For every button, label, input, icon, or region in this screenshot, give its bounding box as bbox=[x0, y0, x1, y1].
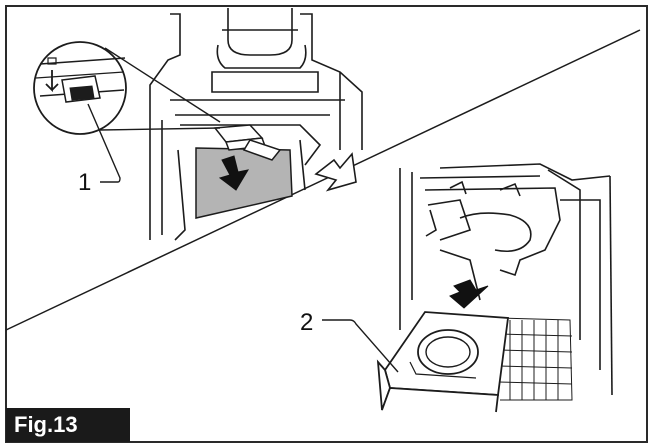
figure-label: Fig.13 bbox=[6, 408, 130, 442]
callout-1: 1 bbox=[78, 169, 91, 196]
rear-grille-right bbox=[497, 317, 573, 401]
arrow-down-right-icon bbox=[449, 279, 489, 309]
machine-front-right bbox=[399, 163, 613, 396]
divider-line bbox=[5, 29, 641, 331]
transition-arrow-icon bbox=[314, 152, 357, 192]
arrow-down-icon bbox=[218, 155, 250, 191]
drawer-latch-left bbox=[213, 124, 282, 161]
callout-2-leader bbox=[322, 319, 399, 373]
callout-2: 2 bbox=[300, 309, 313, 336]
figure-frame bbox=[5, 5, 648, 443]
machine-top-left bbox=[149, 8, 363, 241]
callout-1-leader bbox=[87, 103, 121, 183]
removed-drawer bbox=[376, 311, 510, 413]
magnifier-inset bbox=[33, 41, 221, 135]
drawer-shaded-left bbox=[195, 147, 293, 219]
